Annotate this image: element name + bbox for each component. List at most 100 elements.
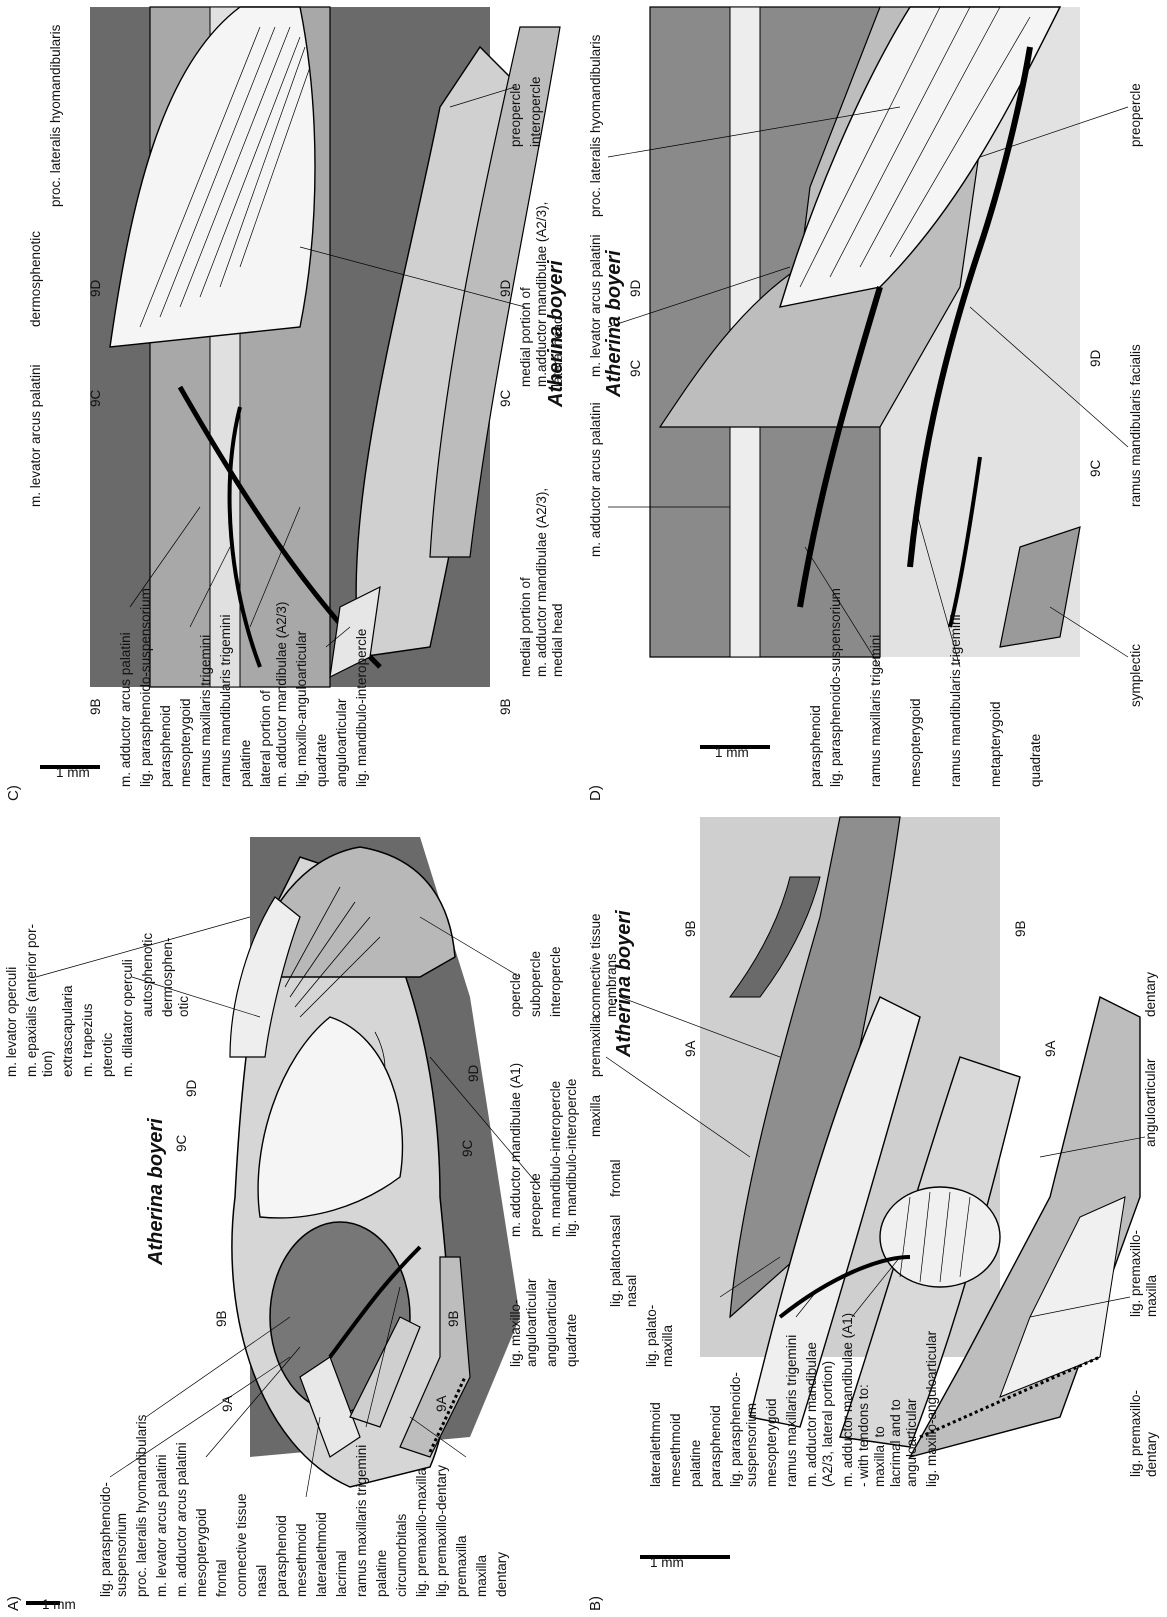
figure-label: circumorbitals	[394, 1513, 409, 1597]
figure-label: 9C	[88, 389, 103, 407]
figure-label: m. trapezius	[80, 1003, 95, 1077]
figure-label: tion)	[40, 1051, 55, 1077]
figure-label: m. adductor mandibulae (A2/3),	[534, 488, 549, 677]
panel-d-letter: D)	[587, 785, 604, 801]
figure-label: quadrate	[314, 734, 329, 787]
figure-label: maxilla, to	[872, 1426, 887, 1487]
figure-label: maxilla	[474, 1554, 489, 1597]
panel-c: C) Atherina boyeri 1 mm	[0, 0, 580, 807]
figure-label: interopercle	[548, 946, 563, 1017]
figure-label: 9C	[628, 359, 643, 377]
figure-label: mesethmoid	[294, 1523, 309, 1597]
figure-label: medial portion of	[518, 577, 533, 677]
figure-label: proc. lateralis hyomandibularis	[134, 1414, 149, 1597]
figure-label: anguloarticular	[904, 1398, 919, 1487]
figure-label: 9B	[214, 1310, 229, 1327]
figure-label: quadrate	[1028, 734, 1043, 787]
figure-label: m. adductor mandibulae (A2/3)	[274, 602, 289, 787]
figure-label: m. adductor mandibulae	[804, 1342, 819, 1487]
figure-label: quadrate	[564, 1314, 579, 1367]
figure-label: mesopterygoid	[764, 1398, 779, 1487]
figure-label: ramus mandibularis trigemini	[948, 614, 963, 787]
figure-label: premaxilla	[588, 1015, 603, 1077]
panel-d-title: Atherina boyeri	[603, 250, 625, 398]
figure-label: autosphenotic	[140, 933, 155, 1017]
figure-label: m. levator arcus palatini	[154, 1454, 169, 1597]
figure-label: 9A	[220, 1395, 235, 1412]
figure-label: 9B	[498, 698, 513, 715]
figure-label: dentary	[494, 1552, 509, 1597]
figure-label: 9D	[1088, 349, 1103, 367]
figure-label: mesopterygoid	[194, 1508, 209, 1597]
figure-label: lig. maxillo-anguloarticular	[924, 1330, 939, 1487]
figure-label: connective tissue	[588, 913, 603, 1017]
figure-label: lig. maxillo-	[508, 1299, 523, 1367]
panel-a-scale-label: 1 mm	[42, 1597, 76, 1612]
figure-label: m. adductor arcus palatini	[588, 402, 603, 557]
figure-label: m. adductor arcus palatini	[118, 632, 133, 787]
figure-label: 9D	[184, 1079, 199, 1097]
figure-label: ramus maxillaris trigemini	[198, 635, 213, 787]
figure-label: lig. parasphenoido-suspensorium	[828, 588, 843, 787]
figure-label: lateralethmoid	[648, 1402, 663, 1487]
figure-label: m. dilatator operculi	[120, 959, 135, 1077]
figure-label: m. levator arcus palatini	[28, 364, 43, 507]
figure-label: frontal	[608, 1159, 623, 1197]
figure-label: opercle	[508, 973, 523, 1017]
figure-label: 9B	[683, 920, 698, 937]
figure-label: preopercle	[528, 1173, 543, 1237]
figure-label: palatine	[374, 1550, 389, 1597]
figure-label: mesopterygoid	[178, 698, 193, 787]
figure-label: maxilla	[1144, 1274, 1159, 1317]
figure-label: m. adductor mandibulae (A1)	[840, 1313, 855, 1487]
figure-label: parasphenoid	[274, 1515, 289, 1597]
figure-label: ramus mandibularis trigemini	[218, 614, 233, 787]
figure-label: dentary	[1143, 972, 1158, 1017]
figure-label: dentary	[1144, 1432, 1159, 1477]
panel-a: A) Atherina boyeri 1 mm	[0, 807, 580, 1617]
figure-label: dermosphen-	[160, 937, 175, 1017]
figure-label: m. mandibulo-interopercle	[548, 1081, 563, 1237]
figure-label: interopercle	[528, 76, 543, 147]
panel-b-drawing: B) Atherina boyeri 1 mm	[580, 807, 1167, 1617]
panel-a-title: Atherina boyeri	[145, 1118, 167, 1266]
figure-label: 9B	[88, 698, 103, 715]
figure-label: m. levator arcus palatini	[588, 234, 603, 377]
panel-c-drawing: C) Atherina boyeri 1 mm	[0, 0, 580, 807]
figure-label: lig. parasphenoido-suspensorium	[138, 588, 153, 787]
figure-label: lacrimal	[334, 1550, 349, 1597]
figure-label: 9A	[683, 1040, 698, 1057]
panel-d-drawing: D) Atherina boyeri 1 mm	[580, 0, 1167, 807]
figure-label: metapterygoid	[988, 701, 1003, 787]
panel-b-letter: B)	[587, 1596, 604, 1611]
figure-label: 9D	[498, 279, 513, 297]
figure-label: 9A	[434, 1395, 449, 1412]
figure-label: parasphenoid	[158, 705, 173, 787]
figure-label: mesopterygoid	[908, 698, 923, 787]
figure-label: parasphenoid	[808, 705, 823, 787]
figure-label: 9C	[174, 1134, 189, 1152]
figure-label: pterotic	[100, 1032, 115, 1077]
figure-label: parasphenoid	[708, 1405, 723, 1487]
figure-label: premaxilla	[454, 1535, 469, 1597]
figure-label: lig. palato-	[608, 1245, 623, 1307]
figure-label: lig. parasphenoido-	[728, 1372, 743, 1487]
figure-label: lig. parasphenoido-	[98, 1482, 113, 1597]
figure-label: suspensorium	[114, 1513, 129, 1597]
figure-label: subopercle	[528, 951, 543, 1017]
figure-label: m. adductor mandibulae (A1)	[508, 1063, 523, 1237]
panel-d-scale-label: 1 mm	[715, 745, 749, 760]
figure-label: membrans	[604, 953, 619, 1017]
figure-label: lig. mandibulo-interopercle	[354, 629, 369, 787]
figure-label: nasal	[254, 1565, 269, 1597]
figure-label: preopercle	[1128, 83, 1143, 147]
figure-label: symplectic	[1128, 644, 1143, 707]
figure-label: 9D	[88, 279, 103, 297]
figure-label: proc. lateralis hyomandibularis	[588, 34, 603, 217]
figure-label: 9B	[1013, 920, 1028, 937]
figure-label: palatine	[688, 1440, 703, 1487]
figure-label: otic	[176, 996, 191, 1017]
figure-label: anguloarticular	[544, 1278, 559, 1367]
